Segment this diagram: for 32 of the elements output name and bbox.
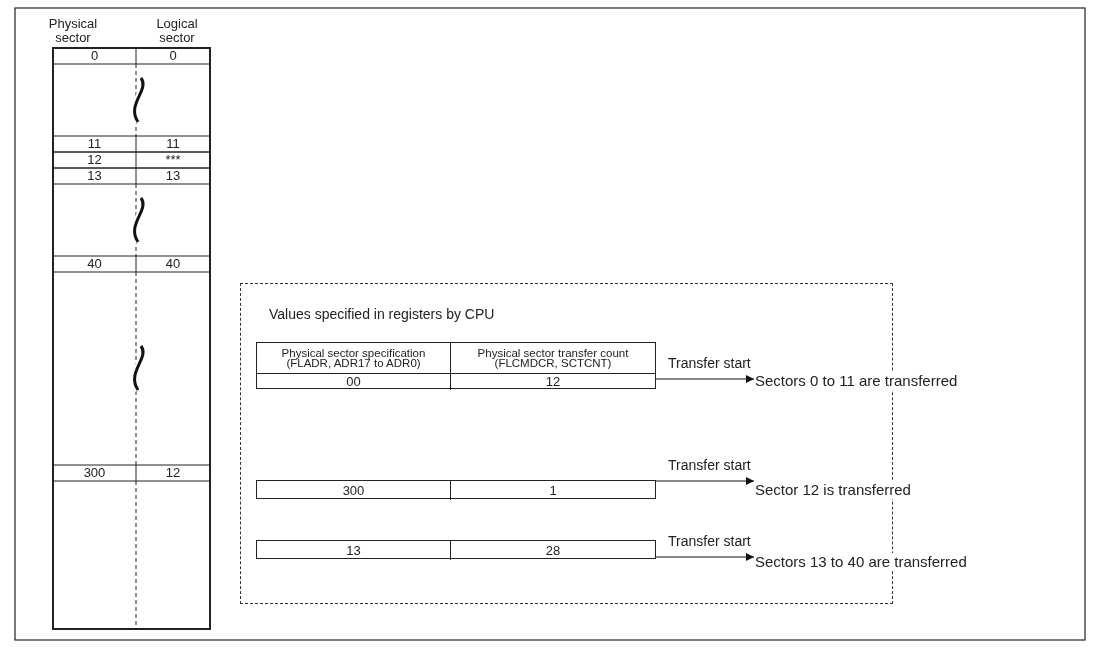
table-cell-text: 13 bbox=[164, 169, 182, 183]
table-cell-text: 0 bbox=[89, 49, 100, 63]
edge-label: Transfer start bbox=[668, 355, 751, 371]
table-cell-text: 40 bbox=[164, 257, 182, 271]
result-text: Sectors 0 to 11 are transferred bbox=[755, 372, 958, 390]
column-header: Logical sector bbox=[155, 17, 199, 45]
edge-label: Transfer start bbox=[668, 533, 751, 549]
table-cell: 12 bbox=[450, 373, 655, 390]
column-header: Physical sector transfer count (FLCMDCR, SCTCNT) bbox=[450, 343, 655, 373]
table-cell-text: 0 bbox=[168, 49, 178, 63]
column-header: Physical sector specification (FLADR, ADR17 to ADR0) bbox=[280, 346, 427, 371]
group-title: Values specified in registers by CPU bbox=[269, 306, 495, 322]
table-cell-text: 11 bbox=[86, 137, 103, 151]
table-cell: 00 bbox=[257, 373, 450, 390]
result-text: Sectors 13 to 40 are transferred bbox=[755, 553, 967, 571]
table-cell: 28 bbox=[450, 541, 655, 560]
table-cell-text: 40 bbox=[86, 257, 103, 271]
register-table bbox=[256, 540, 656, 559]
register-table bbox=[256, 480, 656, 499]
result-text: Sector 12 is transferred bbox=[755, 481, 911, 499]
table-cell-text: *** bbox=[164, 153, 182, 167]
table-cell-text: 12 bbox=[86, 153, 103, 167]
table-cell: 1 bbox=[450, 481, 655, 500]
edge-label: Transfer start bbox=[668, 457, 751, 473]
table-cell-text: 13 bbox=[345, 541, 362, 560]
table-cell-text: 300 bbox=[341, 481, 366, 500]
table-cell-text: 12 bbox=[164, 466, 182, 480]
table-cell-text: 11 bbox=[165, 137, 181, 151]
table-cell-text: 13 bbox=[86, 169, 103, 183]
register-table bbox=[256, 342, 656, 389]
table-cell-text: 300 bbox=[82, 466, 107, 480]
column-header: Physical sector bbox=[47, 17, 99, 45]
